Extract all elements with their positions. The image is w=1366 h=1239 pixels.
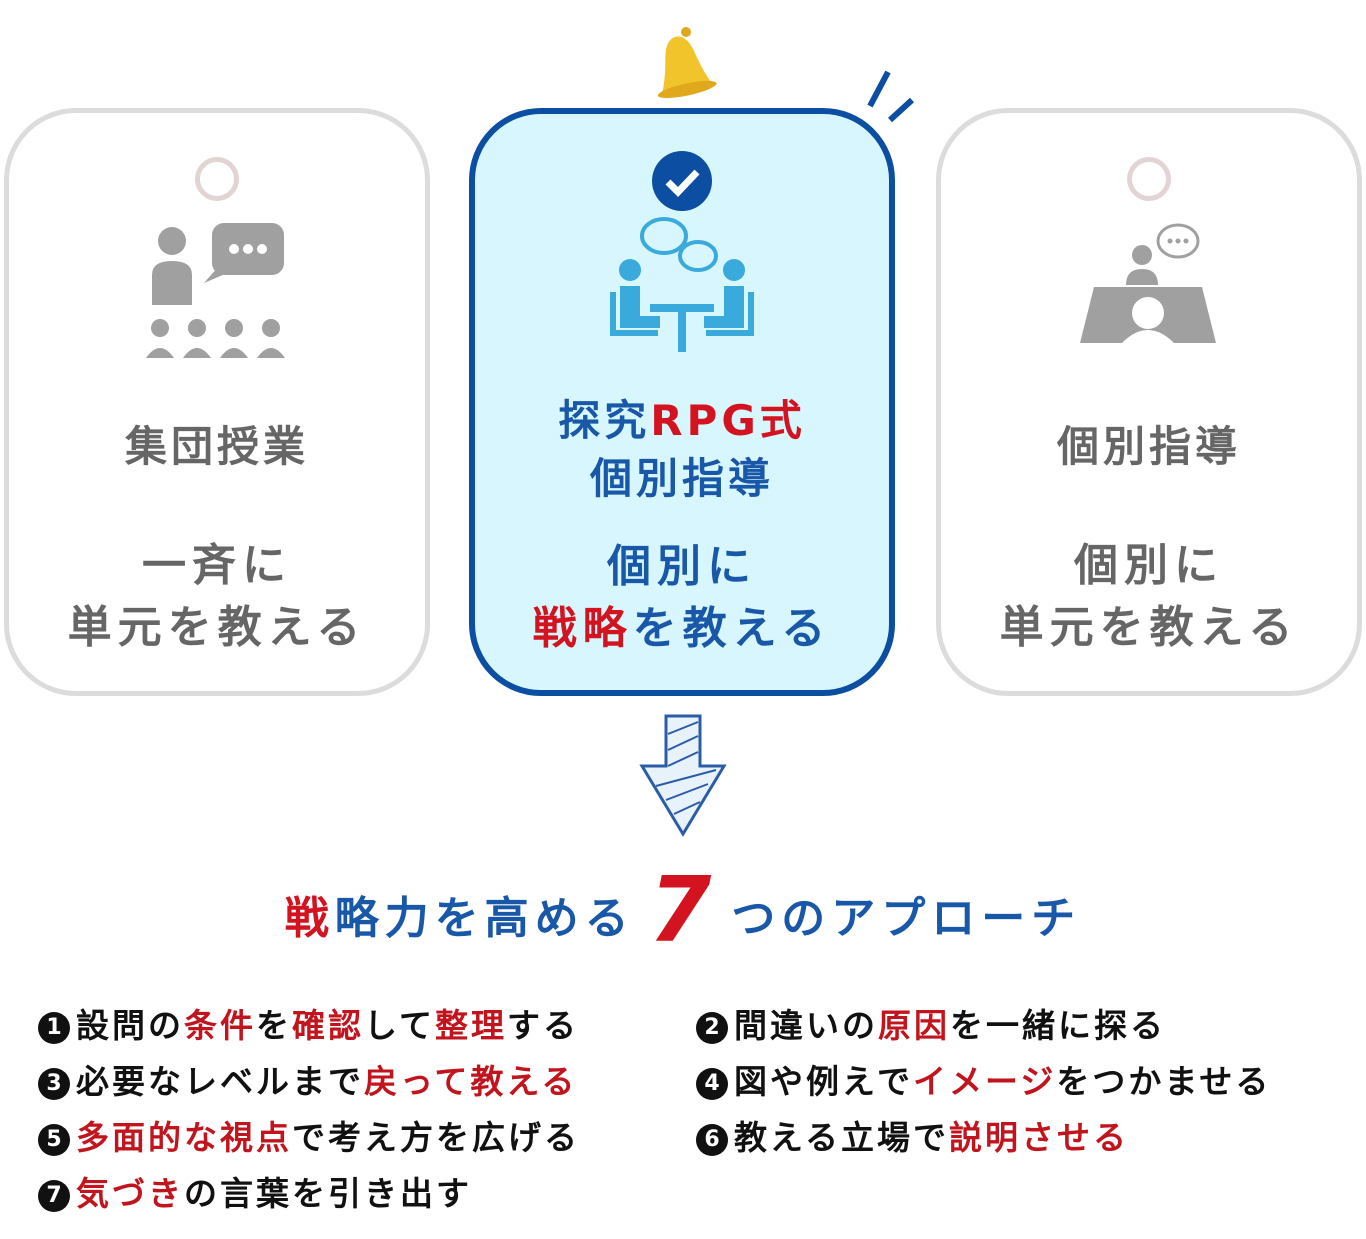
desc-line: 個別に <box>607 541 757 592</box>
item-text: の言葉を引き出す <box>184 1174 472 1213</box>
number-badge: 2 <box>696 1012 728 1044</box>
heading-text: 戦 <box>284 893 335 944</box>
heading-number: 7 <box>648 858 718 963</box>
item-text: を <box>256 1006 292 1045</box>
highlight-text: 説明させる <box>949 1118 1130 1157</box>
card-title: 個別指導 <box>1056 422 1241 471</box>
desc-line: 単元を教える <box>999 602 1299 653</box>
item-text: で考え方を広げる <box>292 1118 580 1157</box>
highlight-text: 確認 <box>292 1006 364 1045</box>
number-badge: 5 <box>38 1124 70 1156</box>
desc-line: 単元を教える <box>67 602 367 653</box>
sparkle-lines-icon <box>867 70 915 123</box>
heading-text: 略力を高める <box>334 893 635 944</box>
item-text: する <box>507 1006 580 1045</box>
desc-line: 一斉に <box>142 540 292 591</box>
individual-tutoring-card: 個別指導 個別に単元を教える <box>936 108 1362 696</box>
item-text: して <box>364 1006 436 1045</box>
desc-part: を教える <box>632 603 832 654</box>
check-circle-icon <box>652 151 712 211</box>
group-lecture-icon <box>146 223 285 358</box>
title-line: 個別指導 <box>589 454 774 503</box>
desc-line: 個別に <box>1074 540 1224 591</box>
card-title: 集団授業 <box>124 422 309 471</box>
meeting-table-icon <box>610 217 754 352</box>
item-text: 必要なレベルまで <box>76 1062 364 1101</box>
highlight-text: 気づき <box>76 1174 184 1213</box>
title-part: 探究 <box>558 396 651 445</box>
desc-part: 戦略 <box>532 603 633 654</box>
number-badge: 3 <box>38 1068 70 1100</box>
rpg-individual-card: 探究RPG式 個別指導 個別に 戦略を教える <box>469 108 895 696</box>
down-arrow-icon <box>639 714 727 837</box>
unselected-circle-icon <box>1127 157 1171 201</box>
title-part: RPG式 <box>650 396 806 445</box>
card-description: 個別に単元を教える <box>941 535 1357 659</box>
number-badge: 6 <box>696 1124 728 1156</box>
highlight-text: イメージ <box>913 1062 1057 1101</box>
item-text: をつかませる <box>1056 1062 1272 1101</box>
highlight-text: 条件 <box>184 1006 256 1045</box>
item-text: 間違いの <box>734 1006 878 1045</box>
item-text: を一緒に探る <box>950 1006 1166 1045</box>
unselected-circle-icon <box>195 157 239 201</box>
group-lesson-card: 集団授業 一斉に単元を教える <box>4 108 430 696</box>
approach-heading: 戦略力を高める 7 つのアプローチ <box>0 858 1366 963</box>
bell-icon <box>657 27 717 99</box>
number-badge: 7 <box>38 1180 70 1212</box>
highlight-text: 多面的な視点 <box>76 1118 292 1157</box>
highlight-text: 整理 <box>435 1006 508 1045</box>
highlight-text: 戻って教える <box>364 1062 578 1101</box>
card-description: 一斉に単元を教える <box>9 535 425 659</box>
card-title: 探究RPG式 個別指導 <box>475 392 889 508</box>
number-badge: 1 <box>38 1012 70 1044</box>
one-on-one-icon <box>1080 223 1216 343</box>
item-text: 教える立場で <box>734 1118 950 1157</box>
item-text: 図や例えで <box>734 1062 914 1101</box>
highlight-text: 原因 <box>878 1006 950 1045</box>
card-description: 個別に 戦略を教える <box>475 536 889 660</box>
number-badge: 4 <box>696 1068 728 1100</box>
item-text: 設問の <box>76 1006 184 1045</box>
heading-text: つのアプローチ <box>731 893 1082 944</box>
